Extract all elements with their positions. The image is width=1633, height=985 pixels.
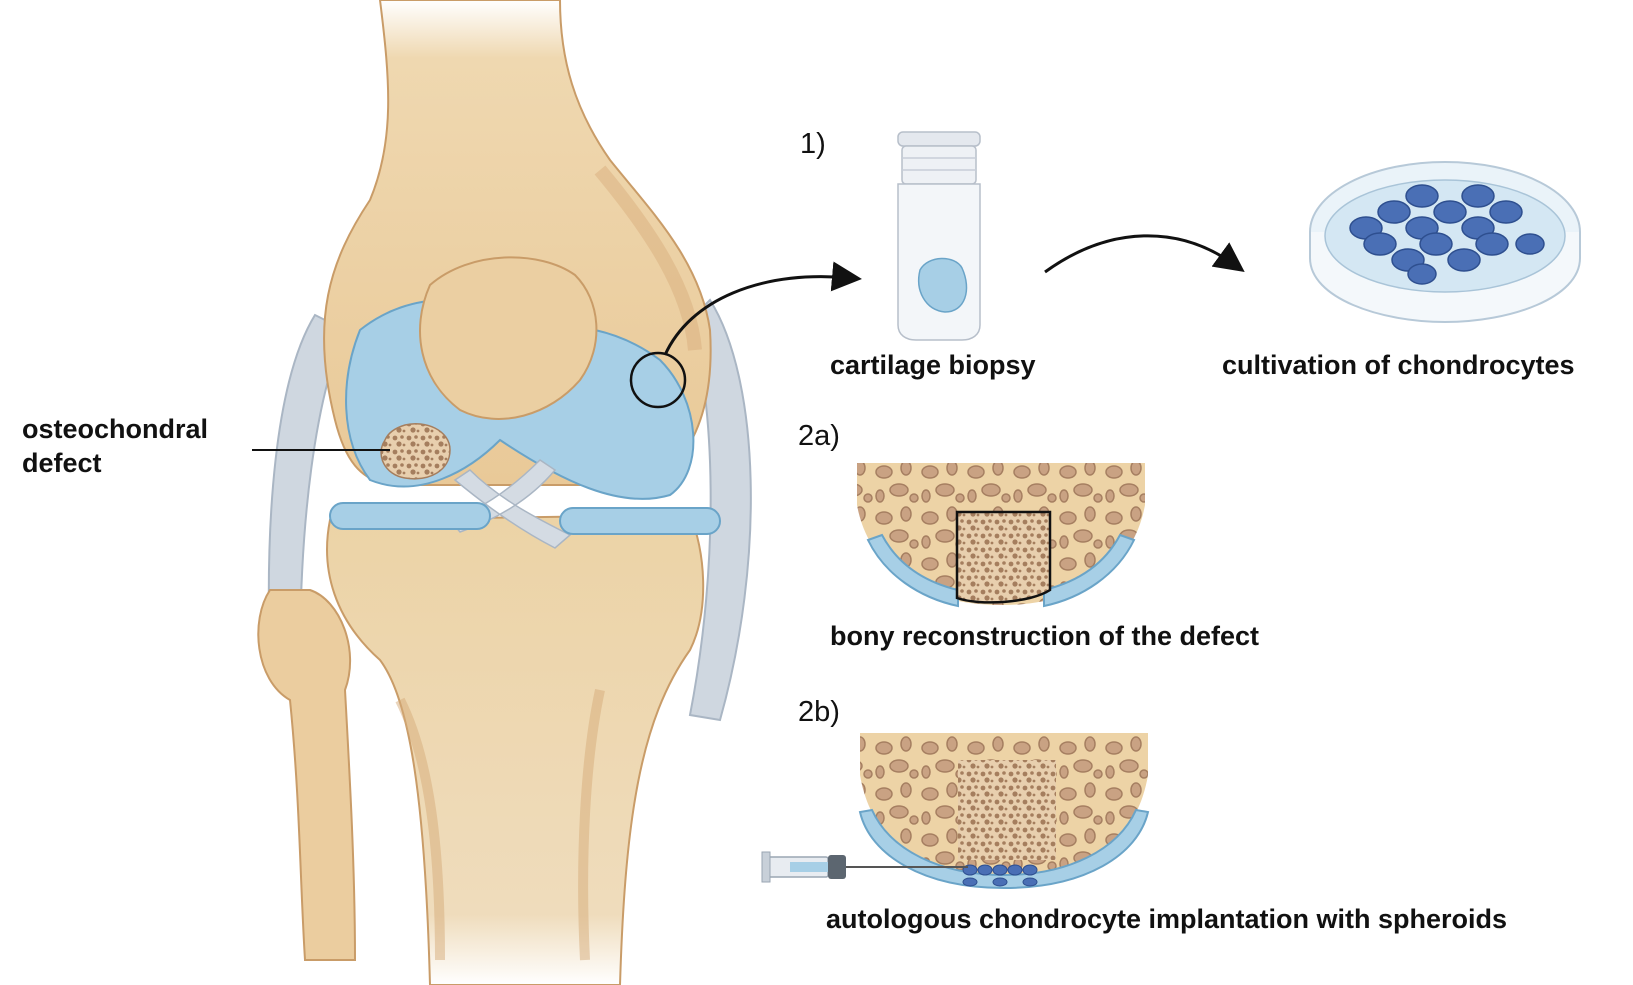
bone-cross-section-icon — [860, 733, 1148, 888]
arrow-icon — [1045, 236, 1235, 272]
reconstructed-bone — [958, 760, 1056, 860]
biopsy-vial-icon — [898, 132, 980, 340]
cultivation-label: cultivation of chondrocytes — [1222, 350, 1575, 381]
bone-cross-section-icon — [857, 463, 1145, 606]
osteochondral-defect-label: osteochondral defect — [22, 412, 208, 480]
meniscus-medial — [560, 508, 720, 534]
step-2a-label: 2a) — [798, 420, 840, 453]
knee-joint-illustration — [258, 0, 751, 985]
cartilage-biopsy-label: cartilage biopsy — [830, 350, 1036, 381]
aci-spheroids-label: autologous chondrocyte implantation with… — [826, 904, 1507, 935]
tibia — [327, 515, 703, 985]
meniscus-lateral — [330, 503, 490, 529]
fibula — [258, 590, 355, 960]
petri-dish-icon — [1310, 162, 1580, 322]
step-1-label: 1) — [800, 128, 826, 161]
bony-reconstruction-label: bony reconstruction of the defect — [830, 621, 1259, 652]
step-2b-label: 2b) — [798, 696, 840, 729]
defect-lesion — [381, 424, 450, 479]
reconstruction-plug — [957, 512, 1050, 602]
